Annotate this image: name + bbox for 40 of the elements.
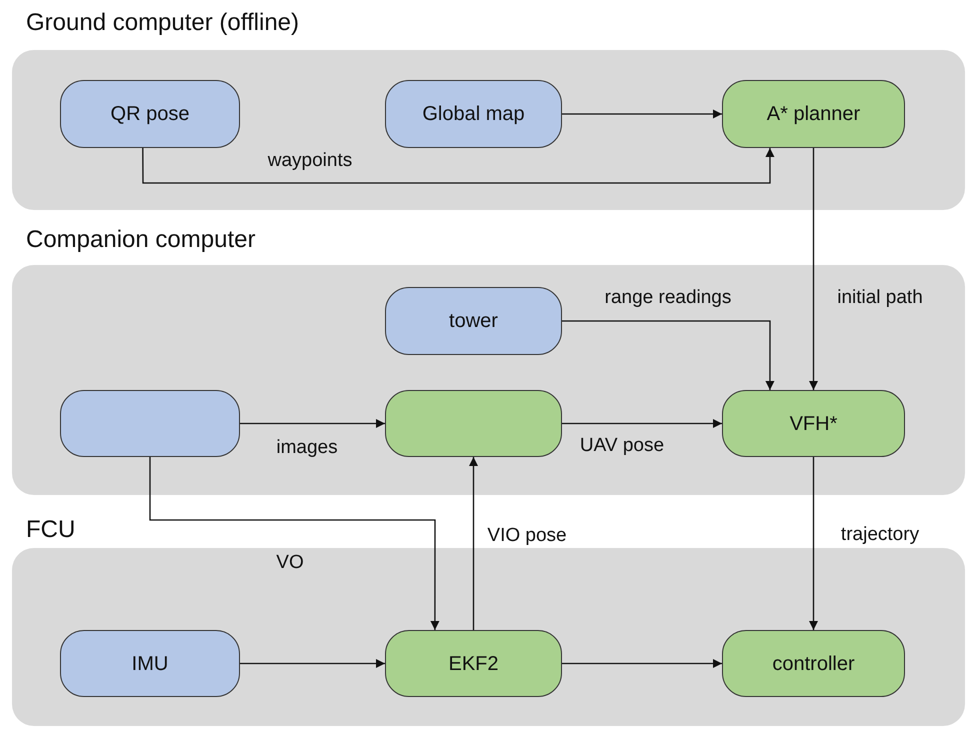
arrow [240, 419, 385, 428]
group-heading: Ground computer (offline) [26, 9, 300, 37]
empty-process-node [385, 390, 562, 457]
edge-label: VIO pose [487, 525, 567, 547]
process-node [722, 80, 905, 148]
process-node [722, 390, 905, 457]
arrow [562, 659, 722, 668]
arrow [809, 148, 818, 390]
source-node [60, 80, 240, 148]
group-heading: FCU [26, 516, 76, 544]
edge-label: initial path [837, 287, 923, 309]
edge-label: VO [276, 552, 304, 574]
group-heading: Companion computer [26, 226, 256, 254]
arrow [809, 457, 818, 630]
arrow [240, 659, 385, 668]
node-label: A* planner [766, 102, 860, 126]
node-label: Global map [422, 102, 525, 126]
source-node [385, 287, 562, 355]
node-label: controller [772, 652, 855, 676]
arrow [562, 419, 722, 428]
edge-label: range readings [604, 287, 732, 309]
node-label: tower [449, 309, 498, 333]
edge-label: UAV pose [580, 435, 664, 457]
empty-source-node [60, 390, 240, 457]
arrow [469, 457, 478, 630]
edge-label: images [276, 437, 338, 459]
node-label: VFH* [790, 412, 838, 436]
process-node [722, 630, 905, 697]
edge-label: trajectory [840, 524, 920, 546]
arrow [149, 457, 440, 630]
arrow [562, 110, 722, 118]
node-label: IMU [132, 652, 168, 676]
node-label: EKF2 [448, 652, 499, 676]
arrow [562, 320, 774, 390]
source-node [60, 630, 240, 697]
source-node [385, 80, 562, 148]
edge-label: waypoints [268, 150, 352, 172]
node-label: QR pose [110, 102, 190, 126]
process-node [385, 630, 562, 697]
arrow [142, 148, 774, 184]
